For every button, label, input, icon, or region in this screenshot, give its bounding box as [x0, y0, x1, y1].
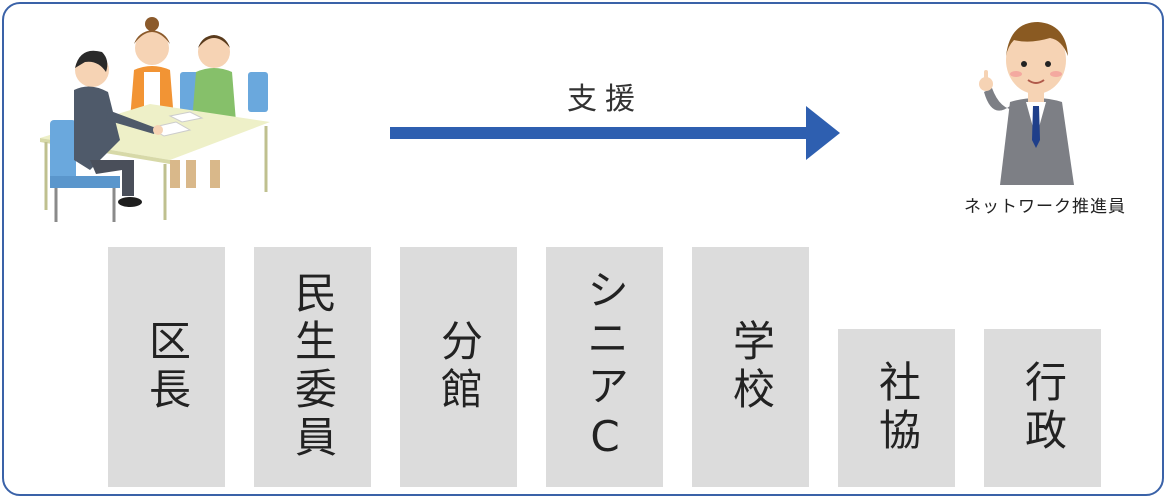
coordinator-caption: ネットワーク推進員 — [964, 197, 1126, 217]
arrow-label: 支援 — [567, 82, 643, 117]
support-arrow — [390, 106, 840, 160]
org-label: 分館 — [434, 319, 484, 415]
org-label: 民生委員 — [288, 271, 338, 463]
org-label: 行政 — [1018, 360, 1068, 456]
org-box-senior: シニアC — [546, 247, 663, 487]
org-label: 学校 — [726, 319, 776, 415]
org-label: 社協 — [872, 360, 922, 456]
consultation-meeting-illustration — [40, 17, 270, 222]
org-box-kucho: 区長 — [108, 247, 225, 487]
org-box-minsei: 民生委員 — [254, 247, 371, 487]
org-box-shakyo: 社協 — [838, 329, 955, 487]
network-coordinator-illustration — [979, 22, 1074, 185]
org-box-bunkan: 分館 — [400, 247, 517, 487]
org-box-gyosei: 行政 — [984, 329, 1101, 487]
org-label: シニアC — [580, 267, 630, 467]
org-box-gakko: 学校 — [692, 247, 809, 487]
org-label: 区長 — [142, 319, 192, 415]
